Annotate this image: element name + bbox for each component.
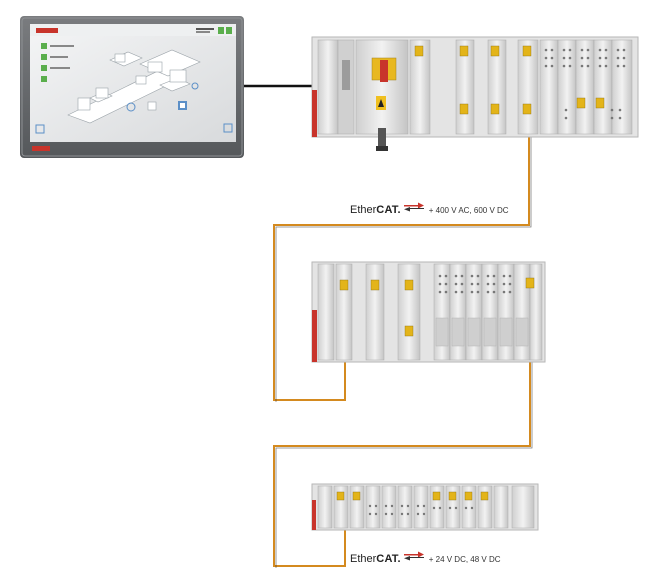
- ethercat-cable-2-shadow: [275, 290, 533, 568]
- panel-status-green-2: [226, 27, 232, 34]
- cabinet-2-terminals: [438, 274, 512, 294]
- panel-icon-corner-left: [35, 124, 45, 134]
- cabinet-2: [311, 261, 546, 363]
- cabinet-3-terminals: [368, 504, 474, 516]
- ethercat-spec-1: + 400 V AC, 600 V DC: [428, 205, 509, 215]
- ethercat-cable-2: [273, 290, 531, 567]
- cabinet-1-bottom-connector: [378, 128, 386, 148]
- ethercat-arrow-icon: [403, 551, 424, 561]
- production-line-illustration: [67, 49, 201, 124]
- panel-status-green-1: [218, 27, 224, 34]
- panel-footer-logo: [32, 146, 50, 151]
- cabinet-1-terminals: [544, 48, 626, 120]
- cabinet-3-brand-strip: [312, 500, 316, 530]
- cabinet-3: [311, 483, 539, 531]
- warning-icon: [378, 99, 384, 107]
- ethercat-cable-1-shadow: [275, 88, 532, 402]
- cabinet-2-connectors: [339, 277, 535, 337]
- cabinet-1: [311, 36, 639, 151]
- ethercat-arrow-icon: [403, 202, 424, 212]
- cabinet-3-connectors: [336, 491, 489, 501]
- panel-logo: [36, 28, 58, 33]
- panel-icon-3: [147, 101, 157, 111]
- cabinet-2-brand-strip: [312, 310, 317, 362]
- cabinet-1-brand-strip: [312, 90, 317, 137]
- panel-menu: [41, 43, 74, 82]
- control-panel: [20, 16, 244, 158]
- panel-icon-corner-right: [223, 123, 233, 133]
- ethercat-spec-2: + 24 V DC, 48 V DC: [428, 554, 501, 564]
- cabinet-1-connectors: [414, 45, 605, 115]
- panel-icon-1: [126, 102, 136, 112]
- main-switch-handle: [380, 60, 388, 82]
- panel-icon-2: [191, 82, 199, 90]
- ethercat-cable-1: [273, 88, 530, 401]
